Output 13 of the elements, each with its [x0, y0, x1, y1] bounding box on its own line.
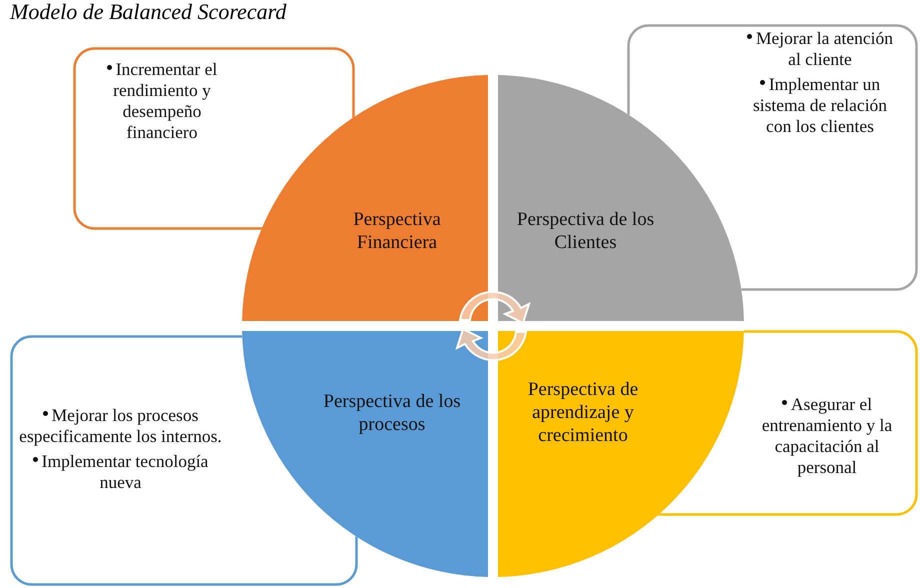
text-box: [73, 47, 355, 230]
quadrant-label: Perspectiva Financiera: [352, 209, 442, 255]
bullet-point: Mejorar la atención al cliente: [739, 28, 901, 70]
bullet-point: Implementar un sistema de relación con los clientes: [752, 74, 888, 137]
bullet-point: Asegurar el entrenamiento y la capacitación al personal: [760, 394, 894, 478]
bullet-point: Incrementar el rendimiento y desempeño financiero: [87, 59, 237, 143]
diagram-title: Modelo de Balanced Scorecard: [10, 0, 286, 24]
bullet-point: Implementar tecnología nueva: [18, 451, 223, 493]
bullet-point: Mejorar los procesos especificamente los internos.: [18, 405, 223, 447]
quadrant-label: Perspectiva de los procesos: [322, 391, 462, 437]
quadrant-label: Perspectiva de los Clientes: [516, 209, 656, 255]
quadrant-label: Perspectiva de aprendizaje y crecimiento: [526, 379, 640, 448]
text-box: [627, 24, 918, 291]
